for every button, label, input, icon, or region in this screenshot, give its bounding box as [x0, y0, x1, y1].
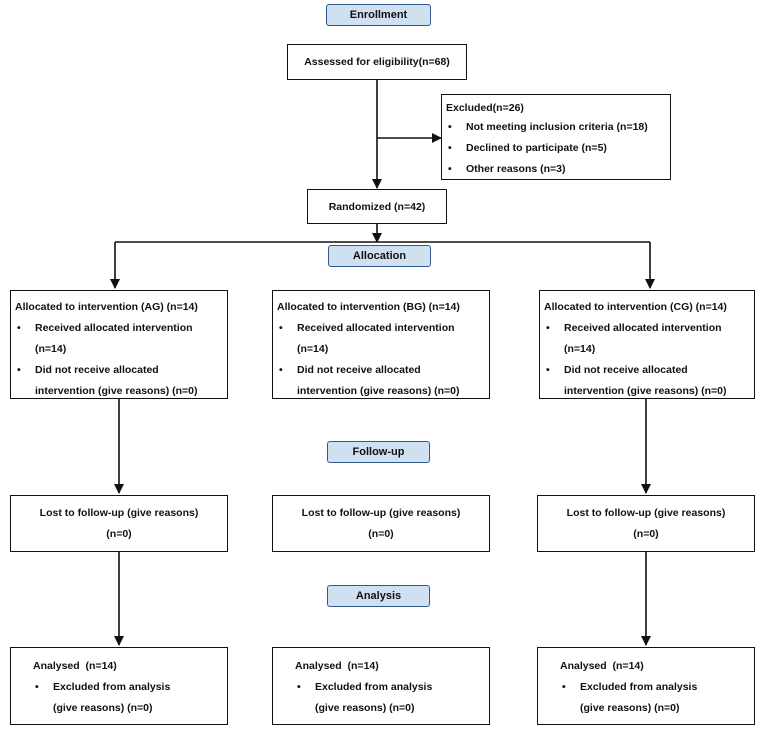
lost-text: Lost to follow-up (give reasons): [566, 506, 726, 519]
randomized-box: Randomized (n=42): [307, 189, 447, 224]
allocation-title: Allocated to intervention (BG) (n=14): [277, 301, 460, 313]
excluded-reason: Not meeting inclusion criteria (n=18): [446, 117, 666, 138]
analysed-text: Analysed (n=14): [33, 660, 117, 672]
excluded-reason: Other reasons (n=3): [446, 159, 666, 180]
lost-count: (n=0): [106, 527, 132, 540]
allocation-box-cg: Allocated to intervention (CG) (n=14) Re…: [539, 290, 755, 399]
analysed-text: Analysed (n=14): [295, 660, 379, 672]
stage-follow-up: Follow-up: [327, 441, 430, 463]
excluded-analysis-item: Excluded from analysis(give reasons) (n=…: [560, 677, 750, 719]
lost-box-cg: Lost to follow-up (give reasons) (n=0): [537, 495, 755, 552]
allocation-box-ag: Allocated to intervention (AG) (n=14) Re…: [10, 290, 228, 399]
analysis-box-bg: Analysed (n=14) Excluded from analysis(g…: [272, 647, 490, 725]
excluded-title: Excluded(n=26): [446, 102, 524, 114]
excluded-analysis-item: Excluded from analysis(give reasons) (n=…: [295, 677, 485, 719]
analysis-box-ag: Analysed (n=14) Excluded from analysis(g…: [10, 647, 228, 725]
received-item: Received allocated intervention(n=14): [15, 318, 223, 360]
received-item: Received allocated intervention(n=14): [277, 318, 485, 360]
lost-count: (n=0): [633, 527, 659, 540]
assessed-box: Assessed for eligibility(n=68): [287, 44, 467, 80]
excluded-box: Excluded(n=26) Not meeting inclusion cri…: [441, 94, 671, 180]
analysed-text: Analysed (n=14): [560, 660, 644, 672]
lost-count: (n=0): [368, 527, 394, 540]
allocation-box-bg: Allocated to intervention (BG) (n=14) Re…: [272, 290, 490, 399]
allocation-title: Allocated to intervention (AG) (n=14): [15, 301, 198, 313]
lost-box-bg: Lost to follow-up (give reasons) (n=0): [272, 495, 490, 552]
excluded-analysis-item: Excluded from analysis(give reasons) (n=…: [33, 677, 223, 719]
received-item: Received allocated intervention(n=14): [544, 318, 750, 360]
stage-allocation: Allocation: [328, 245, 431, 267]
allocation-title: Allocated to intervention (CG) (n=14): [544, 301, 727, 313]
randomized-text: Randomized (n=42): [328, 200, 426, 213]
analysis-box-cg: Analysed (n=14) Excluded from analysis(g…: [537, 647, 755, 725]
assessed-text: Assessed for eligibility(n=68): [304, 56, 450, 68]
lost-text: Lost to follow-up (give reasons): [39, 506, 199, 519]
excluded-reason: Declined to participate (n=5): [446, 138, 666, 159]
stage-analysis: Analysis: [327, 585, 430, 607]
lost-box-ag: Lost to follow-up (give reasons) (n=0): [10, 495, 228, 552]
lost-text: Lost to follow-up (give reasons): [301, 506, 461, 519]
stage-enrollment: Enrollment: [326, 4, 431, 26]
